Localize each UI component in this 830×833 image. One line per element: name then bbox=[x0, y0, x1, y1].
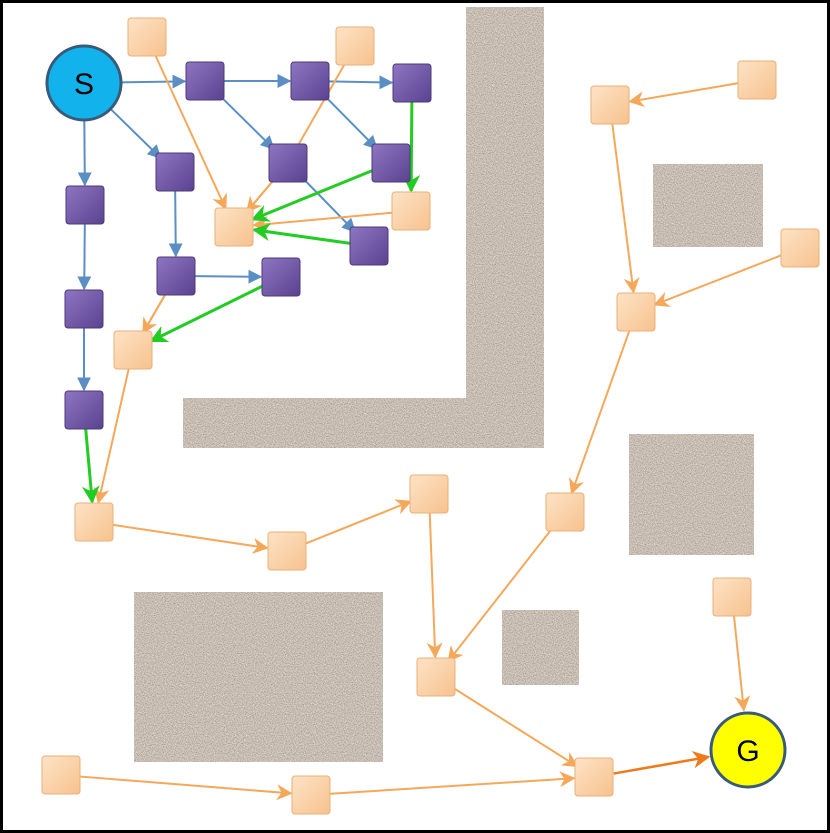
start-tree-edge bbox=[110, 108, 162, 159]
goal-tree-edge bbox=[426, 511, 443, 659]
goal-tree-edge bbox=[568, 328, 631, 495]
start-tree-node bbox=[64, 289, 104, 329]
tree-nodes bbox=[41, 17, 820, 815]
start-tree-node bbox=[65, 185, 105, 225]
connection-edge bbox=[250, 168, 375, 222]
obstacle-texture bbox=[653, 164, 763, 247]
goal-tree-node bbox=[416, 657, 456, 697]
obstacles bbox=[134, 7, 763, 762]
start-tree-edge bbox=[77, 120, 92, 187]
start-tree-node bbox=[392, 63, 432, 103]
start-tree-node bbox=[64, 390, 104, 430]
goal-tree-node bbox=[267, 531, 307, 571]
final-edge bbox=[613, 751, 711, 775]
connection-edge bbox=[252, 223, 352, 245]
start-tree-edge bbox=[217, 92, 275, 150]
goal-tree-edge bbox=[450, 685, 579, 768]
goal-tree-node bbox=[335, 26, 375, 66]
goal-tree-edge bbox=[252, 211, 394, 232]
goal-tree-edge bbox=[628, 82, 740, 108]
start-tree-node bbox=[261, 257, 301, 297]
obstacle-texture bbox=[502, 610, 579, 685]
goal-node: G bbox=[709, 711, 787, 789]
obstacle-texture bbox=[134, 592, 383, 762]
start-tree-edge bbox=[321, 93, 378, 150]
start-tree-node bbox=[371, 143, 411, 183]
goal-tree-node bbox=[545, 492, 585, 532]
obstacle-texture bbox=[183, 398, 544, 448]
start-tree-node bbox=[156, 256, 196, 296]
goal-tree-node bbox=[737, 60, 777, 100]
obstacle-texture bbox=[629, 434, 754, 555]
goal-tree-edge bbox=[653, 253, 784, 307]
goal-tree-node bbox=[616, 292, 656, 332]
goal-tree-edge bbox=[303, 499, 412, 546]
start-tree-edge bbox=[193, 269, 263, 284]
obstacle-texture bbox=[466, 7, 544, 447]
goal-tree-node bbox=[214, 207, 254, 247]
goal-tree-node bbox=[74, 502, 114, 542]
goal-tree-edge bbox=[447, 525, 555, 663]
goal-tree-node bbox=[41, 755, 81, 795]
start-tree-edge bbox=[121, 74, 187, 89]
goal-tree-edge bbox=[153, 52, 227, 211]
start-tree-node bbox=[349, 226, 389, 266]
start-tree-node bbox=[155, 152, 195, 192]
connection-edge bbox=[402, 100, 421, 193]
goal-tree-node bbox=[113, 330, 153, 370]
connection-edge bbox=[81, 427, 100, 504]
goal-tree-node bbox=[291, 775, 331, 815]
goal-tree-node bbox=[780, 228, 820, 268]
goal-tree-node bbox=[127, 17, 167, 57]
start-tree-node bbox=[290, 61, 330, 101]
start-tree-edge bbox=[168, 189, 183, 258]
goal-tree-edge bbox=[732, 614, 751, 712]
start-tree-edge bbox=[299, 175, 357, 233]
start-tree-edge bbox=[327, 75, 394, 90]
goal-tree-node bbox=[391, 191, 431, 231]
goal-label: G bbox=[736, 735, 759, 768]
goal-tree-node bbox=[712, 577, 752, 617]
goal-tree-node bbox=[409, 474, 449, 514]
goal-tree-edge bbox=[111, 523, 269, 554]
goal-tree-node bbox=[590, 85, 630, 125]
goal-tree-node bbox=[574, 757, 614, 797]
start-tree-node bbox=[268, 143, 308, 183]
start-label: S bbox=[74, 68, 94, 101]
goal-tree-edge bbox=[78, 775, 293, 801]
goal-tree-edge bbox=[142, 291, 168, 335]
goal-tree-edge bbox=[328, 771, 576, 795]
start-tree-edge bbox=[77, 222, 92, 291]
goal-tree-edge bbox=[93, 367, 130, 505]
start-tree-node bbox=[185, 61, 225, 101]
start-node: S bbox=[45, 44, 123, 122]
connection-edge bbox=[149, 283, 266, 343]
goal-tree-edge bbox=[611, 122, 640, 294]
